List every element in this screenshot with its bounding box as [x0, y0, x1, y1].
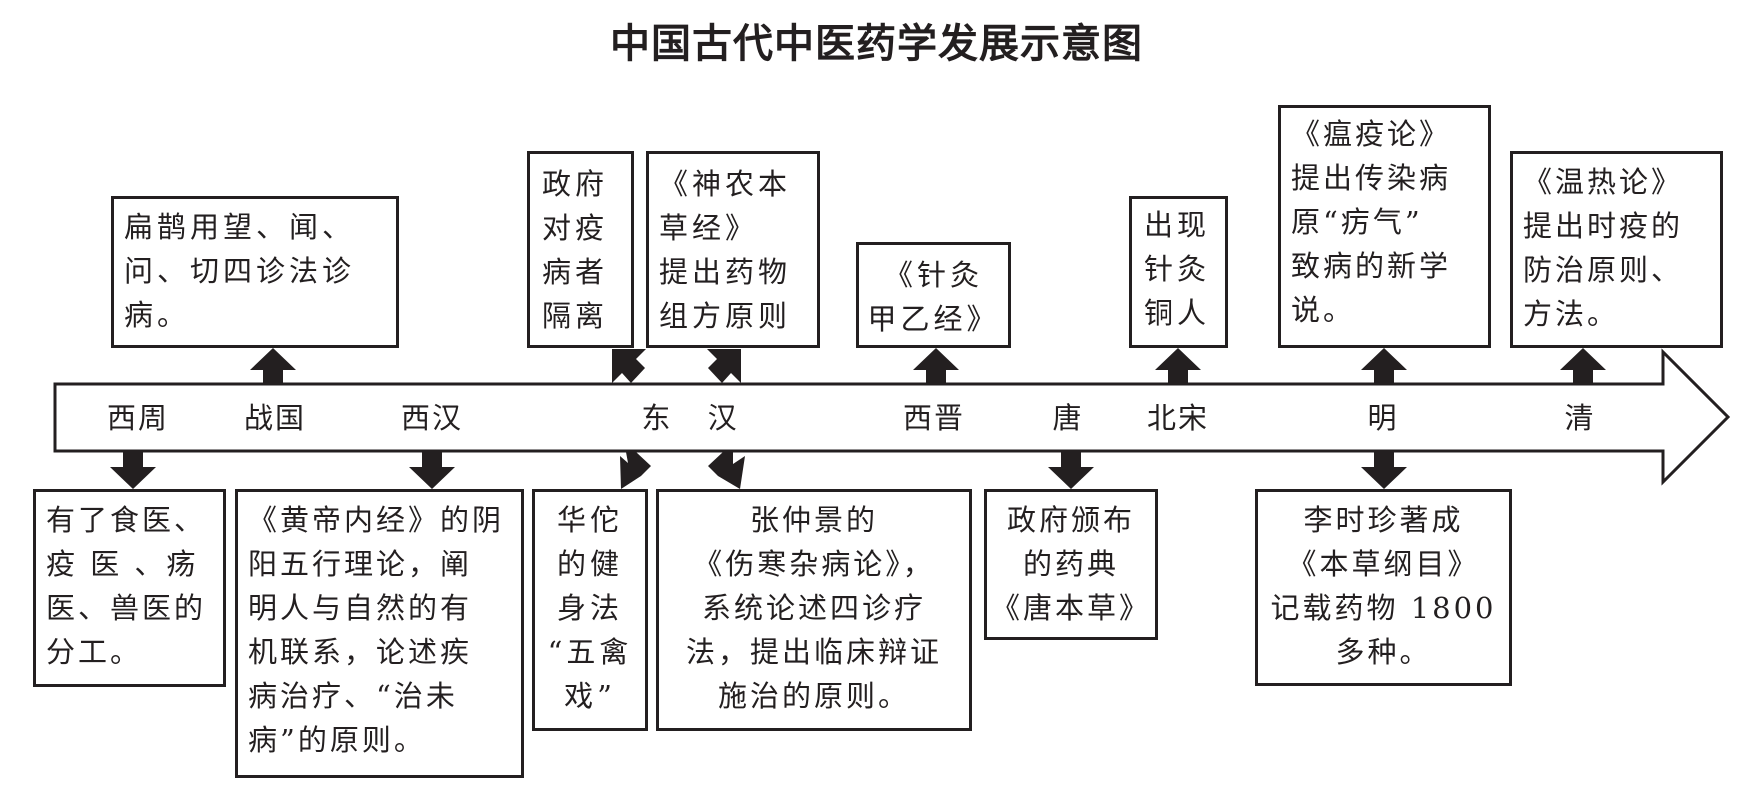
event-box-tang-bencao: 政府颁布 的药典 《唐本草》: [984, 489, 1158, 640]
era-label-ming: 明: [1367, 401, 1399, 435]
event-box-wuqinxi: 华佗 的健 身法 “五禽 戏”: [532, 489, 648, 731]
era-label-eastern-han: 东 汉: [641, 401, 751, 435]
arrow-down-western-zhou: [110, 452, 156, 489]
event-box-epidemic-isolation: 政府 对疫 病者 隔离: [527, 151, 634, 348]
era-label-tang: 唐: [1052, 401, 1084, 435]
arrow-down-tang: [1048, 452, 1094, 489]
arrow-up-qing: [1560, 348, 1606, 383]
event-box-zhenjiu-jiayijing: 《针灸 甲乙经》: [856, 242, 1011, 348]
arrow-up-western-jin: [913, 348, 959, 383]
arrow-downright-eastern-han: [708, 452, 745, 489]
era-label-warring-states: 战国: [243, 401, 307, 435]
event-box-medical-division: 有了食医、 疫 医 、疡 医、兽医的 分工。: [33, 489, 226, 687]
era-label-qing: 清: [1564, 401, 1596, 435]
event-box-shennong-bencaojing: 《神农本 草经》 提出药物 组方原则: [646, 151, 820, 348]
timeline-arrow: [53, 348, 1731, 486]
event-box-bianque: 扁鹊用望、闻、问、切四诊法诊病。: [111, 196, 399, 348]
arrow-upright-eastern-han: [707, 349, 741, 383]
era-label-western-han: 西汉: [400, 401, 464, 435]
arrow-upleft-eastern-han: [612, 349, 646, 383]
era-label-western-zhou: 西周: [106, 401, 170, 435]
arrow-downleft-eastern-han: [620, 452, 651, 489]
event-box-shanghan-zabing-lun: 张仲景的 《伤寒杂病论》， 系统论述四诊疗 法，提出临床辩证 施治的原则。: [656, 489, 972, 731]
arrow-down-western-han: [409, 452, 455, 489]
era-label-western-jin: 西晋: [902, 401, 966, 435]
arrow-up-northern-song: [1155, 348, 1201, 383]
event-box-wenrelun: 《温热论》 提出时疫的 防治原则、 方法。: [1510, 151, 1723, 348]
arrow-down-ming: [1361, 452, 1407, 489]
arrow-up-ming: [1361, 348, 1407, 383]
event-box-wenyilun: 《瘟疫论》 提出传染病 原“疠气” 致病的新学 说。: [1278, 105, 1491, 348]
arrow-up-warring-states: [250, 348, 296, 383]
diagram-title: 中国古代中医药学发展示意图: [610, 21, 1143, 67]
event-box-bencao-gangmu: 李时珍著成 《本草纲目》 记载药物 1800 多种。: [1255, 489, 1512, 686]
event-box-huangdi-neijing: 《黄帝内经》的阴 阳五行理论，阐 明人与自然的有 机联系，论述疾 病治疗、“治未…: [235, 489, 524, 778]
era-label-northern-song: 北宋: [1146, 401, 1210, 435]
event-box-bronze-acupuncture-figure: 出现 针灸 铜人: [1129, 196, 1228, 348]
